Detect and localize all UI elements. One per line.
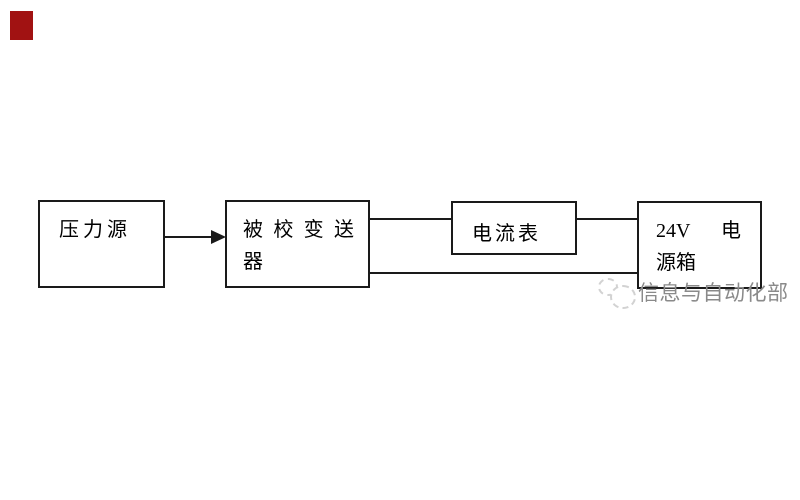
box-pressure-source: 压力源 xyxy=(38,200,165,288)
watermark-logo-icon xyxy=(596,276,638,310)
transmitter-char: 校 xyxy=(273,219,294,241)
transmitter-char: 送 xyxy=(333,219,354,241)
box-transmitter: 被 校 变 送 器 xyxy=(225,200,370,288)
watermark-text: 信息与自动化部 xyxy=(638,281,789,305)
logo-circle-large xyxy=(610,285,636,309)
watermark: 信息与自动化部 xyxy=(596,276,789,310)
box-ammeter: 电流表 xyxy=(451,201,577,255)
power-supply-label-line1: 24V 电 xyxy=(656,215,741,247)
transmitter-char: 变 xyxy=(303,219,324,241)
wire-transmitter-to-ammeter xyxy=(369,218,452,220)
pressure-source-label: 压力源 xyxy=(59,219,131,241)
box-power-supply: 24V 电 源箱 xyxy=(637,201,762,289)
wire-ammeter-to-power xyxy=(576,218,638,220)
power-supply-voltage: 24V xyxy=(656,220,691,242)
red-square-marker xyxy=(10,11,33,40)
arrow-line xyxy=(163,236,215,238)
wire-transmitter-to-power xyxy=(369,272,638,274)
arrow-head-icon xyxy=(211,230,226,244)
power-supply-char: 电 xyxy=(721,220,741,242)
transmitter-label-line2: 器 xyxy=(243,251,263,273)
transmitter-label-line1: 被 校 变 送 xyxy=(243,214,354,246)
transmitter-char: 被 xyxy=(243,219,263,241)
ammeter-label: 电流表 xyxy=(472,223,541,245)
power-supply-label-line2: 源箱 xyxy=(656,252,696,274)
